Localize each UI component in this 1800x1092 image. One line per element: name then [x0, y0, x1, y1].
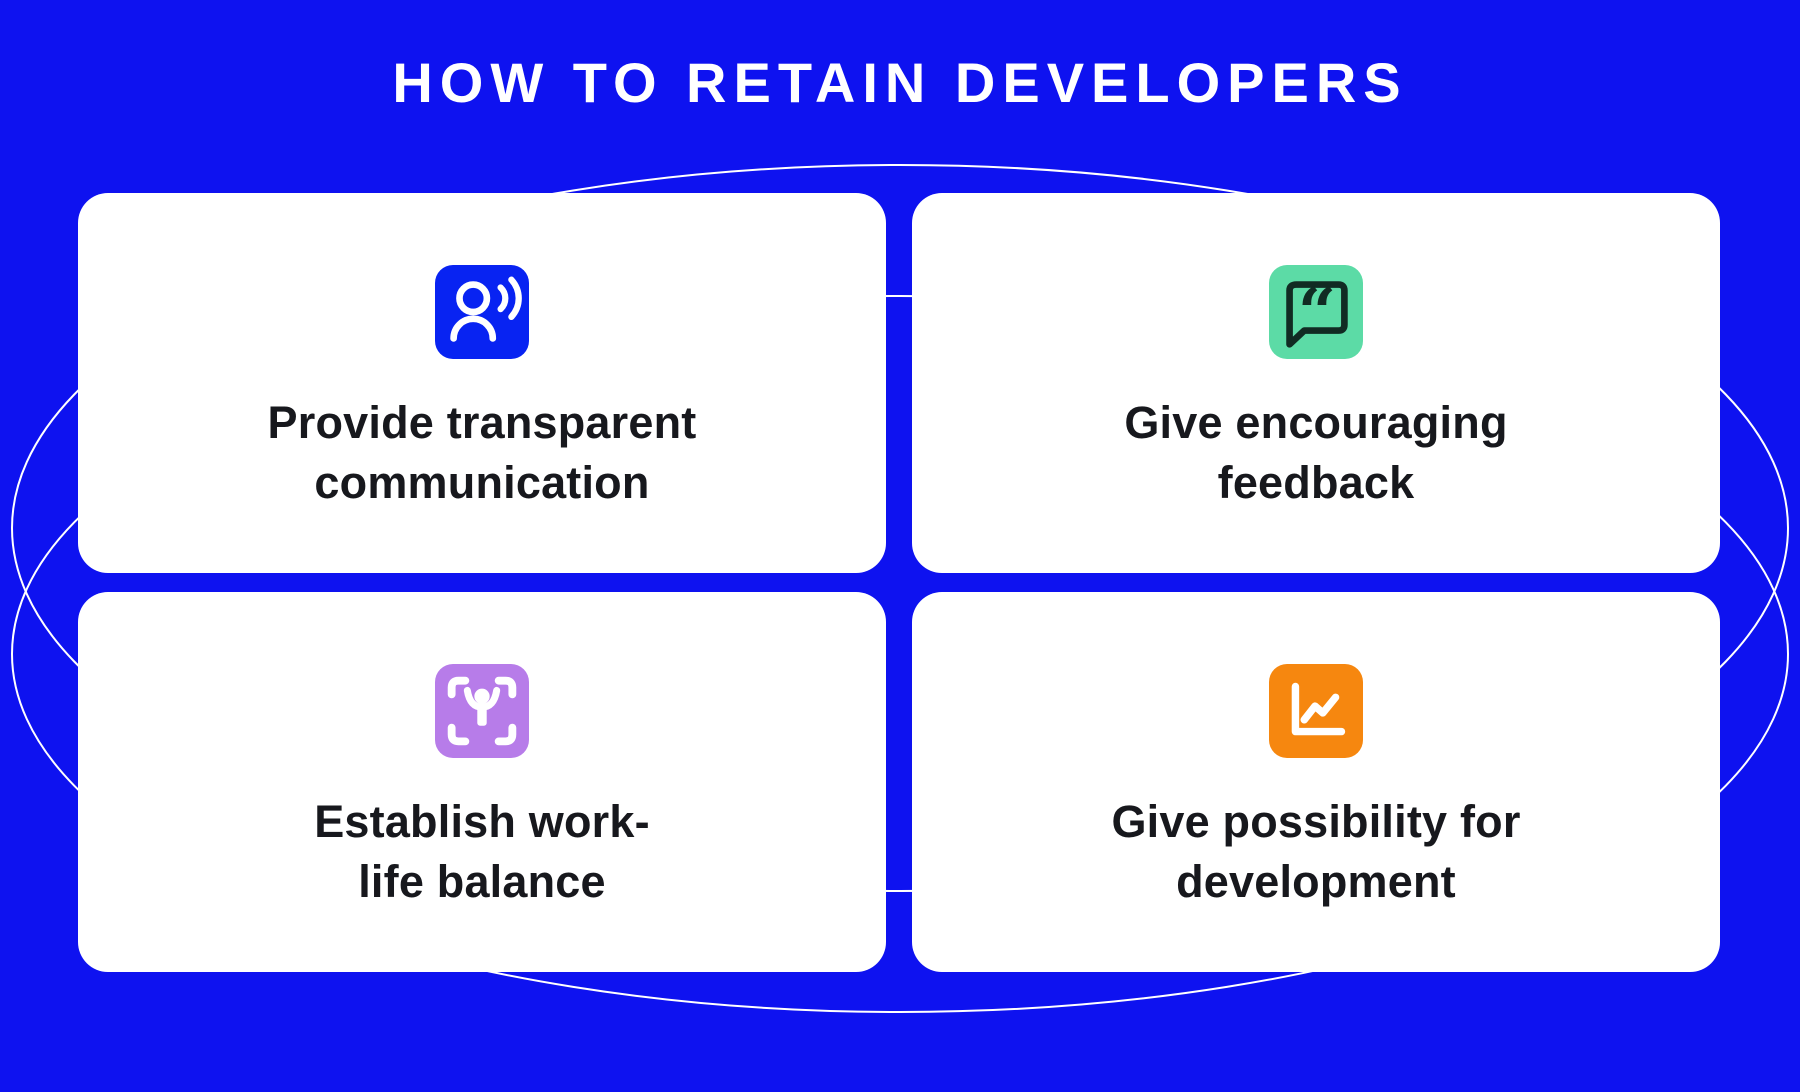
- card-work-life-balance: Establish work- life balance: [78, 592, 886, 972]
- decor-ellipse-upper: [11, 164, 1789, 892]
- quote-bubble-icon: “: [1269, 265, 1363, 359]
- card-transparent-communication: Provide transparent communication: [78, 193, 886, 573]
- svg-text:“: “: [1298, 273, 1336, 352]
- card-possibility-development: Give possibility for development: [912, 592, 1720, 972]
- decor-ellipse-lower: [11, 295, 1789, 1013]
- growth-chart-icon: [1269, 664, 1363, 758]
- person-frame-icon: [435, 664, 529, 758]
- card-label: Give encouraging feedback: [1124, 397, 1508, 508]
- card-label: Provide transparent communication: [267, 397, 697, 508]
- page-title: HOW TO RETAIN DEVELOPERS: [392, 51, 1408, 114]
- speaking-person-icon: [435, 265, 529, 359]
- card-encouraging-feedback: “ Give encouraging feedback: [912, 193, 1720, 573]
- card-label: Establish work- life balance: [314, 796, 650, 907]
- card-label: Give possibility for development: [1111, 796, 1521, 907]
